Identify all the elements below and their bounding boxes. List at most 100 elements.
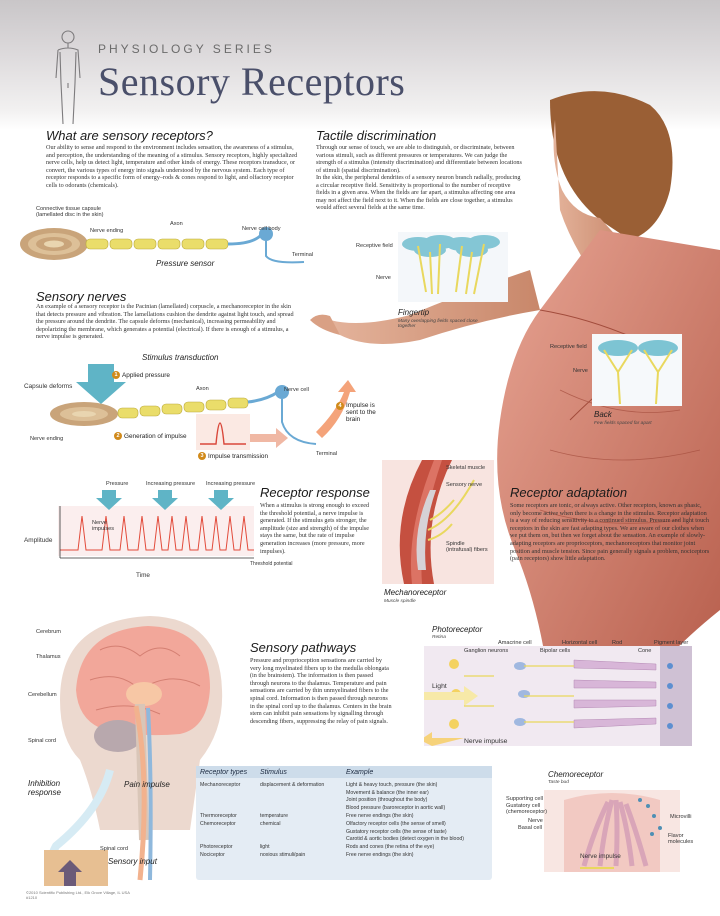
table-cell: Free nerve endings (the skin) <box>346 852 414 859</box>
back-sub: Few fields spaced far apart <box>594 421 652 426</box>
pressure-sensor-caption: Pressure sensor <box>156 259 215 268</box>
muscle-spindle-sub: Muscle spindle <box>384 599 416 604</box>
light-label: Light <box>432 683 447 690</box>
step-3-badge: 3 <box>198 452 206 460</box>
table-cell: Chemoreceptor <box>200 820 236 827</box>
thalamus-label: Thalamus <box>36 654 61 660</box>
table-header-cell: Stimulus <box>260 768 287 776</box>
taste-bud-sub: Taste bud <box>548 780 569 785</box>
table-cell: Mechanoreceptor <box>200 781 241 788</box>
table-cell: temperature <box>260 813 288 820</box>
pressure-label: Pressure <box>106 481 129 487</box>
sensory-input-label: Sensory input <box>108 857 157 866</box>
step-transmission: 3 Impulse transmission <box>198 452 268 460</box>
back-caption: Back <box>594 410 612 419</box>
transduction-terminal-label: Terminal <box>316 451 338 457</box>
back-receptive-label: Receptive field <box>550 344 587 350</box>
bipolar-label: Bipolar cells <box>540 648 571 654</box>
gustatory-label: Gustatory cell (chemoreceptor) <box>506 803 548 815</box>
table-row: Carotid & aortic bodies (detect oxygen i… <box>196 836 492 844</box>
nerve-ending-label: Nerve ending <box>90 228 124 234</box>
photoreceptor-heading: Photoreceptor <box>432 625 483 634</box>
table-cell: light <box>260 844 270 851</box>
chemoreceptor-heading: Chemoreceptor <box>548 770 604 779</box>
table-cell: Joint position (throughout the body) <box>346 797 428 804</box>
table-row: Gustatory receptor cells (the sense of t… <box>196 828 492 836</box>
table-cell: Carotid & aortic bodies (detect oxygen i… <box>346 836 464 843</box>
table-cell: Free nerve endings (the skin) <box>346 813 414 820</box>
sensory-nerve-label: Sensory nerve <box>446 482 483 488</box>
ganglion-label: Ganglion neurons <box>464 648 509 654</box>
footer-copyright: ©2010 Scientific Publishing Ltd., Elk Gr… <box>26 890 130 895</box>
cell-body-label: Nerve cell body <box>242 226 281 232</box>
flavor-label: Flavor molecules <box>668 833 694 845</box>
horizontal-label: Horizontal cell <box>562 640 598 646</box>
step-2-badge: 2 <box>114 432 122 440</box>
step-sent: 4 Impulse is sent to the brain <box>336 402 376 423</box>
transduction-axon-label: Axon <box>196 386 209 392</box>
nerves-heading: Sensory nerves <box>36 289 127 304</box>
table-header-cell: Receptor types <box>200 768 248 776</box>
back-fields-diagram <box>592 334 682 406</box>
table-cell: Movement & balance (the inner ear) <box>346 789 429 796</box>
generation-label: Generation of impulse <box>124 432 187 440</box>
retina-diagram <box>424 646 692 746</box>
table-row: Photoreceptor light Rods and cones (the re… <box>196 843 492 851</box>
table-row: Joint position (throughout the body) <box>196 797 492 805</box>
basal-label: Basal cell <box>518 825 542 831</box>
spindle-label: Spindle (intrafusal) fibers <box>446 541 488 553</box>
mechanoreceptor-caption: Mechanoreceptor <box>384 588 447 597</box>
increasing-pressure-1-label: Increasing pressure <box>146 481 196 487</box>
fingertip-receptive-label: Receptive field <box>356 243 393 249</box>
applied-pressure-label: Applied pressure <box>122 371 170 379</box>
page-title: Sensory Receptors <box>98 59 406 104</box>
retina-sub: Retina <box>432 635 446 640</box>
taste-bud-diagram <box>544 790 680 872</box>
pigment-label: Pigment layer <box>654 640 689 646</box>
transduction-diagram <box>50 364 356 450</box>
pathways-body: Pressure and proprioception sensations a… <box>250 657 392 725</box>
table-row: Movement & balance (the inner ear) <box>196 789 492 797</box>
table-header: Receptor types Stimulus Example <box>196 766 492 778</box>
chemo-impulse-label: Nerve impulse <box>580 853 621 860</box>
step-applied-pressure: 1 Applied pressure <box>112 371 170 379</box>
microvilli-label: Microvilli <box>670 814 692 820</box>
fingertip-sub: Many overlapping fields spaced close tog… <box>398 319 478 329</box>
what-body: Our ability to sense and respond to the … <box>46 144 298 189</box>
terminal-label: Terminal <box>292 252 314 258</box>
transduction-heading: Stimulus transduction <box>142 353 219 362</box>
cone-label: Cone <box>638 648 652 654</box>
tactile-heading: Tactile discrimination <box>316 128 437 143</box>
spinal-cord-2-label: Spinal cord <box>100 846 128 852</box>
table-cell: Rods and cones (the retina of the eye) <box>346 844 435 851</box>
pathways-heading: Sensory pathways <box>250 640 357 655</box>
chemo-nerve-label: Nerve <box>528 818 543 824</box>
fingertip-nerve-label: Nerve <box>376 275 391 281</box>
step-4-badge: 4 <box>336 402 344 410</box>
rod-label: Rod <box>612 640 623 646</box>
receptor-response-graph <box>58 490 254 559</box>
step-generation: 2 Generation of impulse <box>114 432 187 440</box>
nerves-body: An example of a sensory receptor is the … <box>36 303 294 341</box>
skeletal-muscle-label: Skeletal muscle <box>446 465 486 471</box>
footer: ©2010 Scientific Publishing Ltd., Elk Gr… <box>26 890 130 900</box>
muscle-spindle-illustration <box>382 460 494 584</box>
inhibition-label: Inhibition response <box>28 779 61 797</box>
step-1-badge: 1 <box>112 371 120 379</box>
fingertip-fields-diagram <box>398 232 508 302</box>
table-row: Blood pressure (baroreceptor in aortic w… <box>196 804 492 812</box>
transduction-nerve-ending-label: Nerve ending <box>30 436 64 442</box>
response-heading: Receptor response <box>260 485 370 500</box>
time-label: Time <box>136 572 150 579</box>
human-figure-icon <box>55 30 81 125</box>
table-cell: Gustatory receptor cells (the sense of t… <box>346 828 447 835</box>
increasing-pressure-2-label: Increasing pressure <box>206 481 256 487</box>
transmission-label: Impulse transmission <box>208 452 269 460</box>
cerebrum-label: Cerebrum <box>36 629 61 635</box>
table-cell: Photoreceptor <box>200 844 233 851</box>
capsule-label: Connective tissue capsule (lamellated di… <box>36 206 104 218</box>
amplitude-label: Amplitude <box>24 537 53 544</box>
adaptation-body: Some receptors are tonic, or always acti… <box>510 502 710 563</box>
